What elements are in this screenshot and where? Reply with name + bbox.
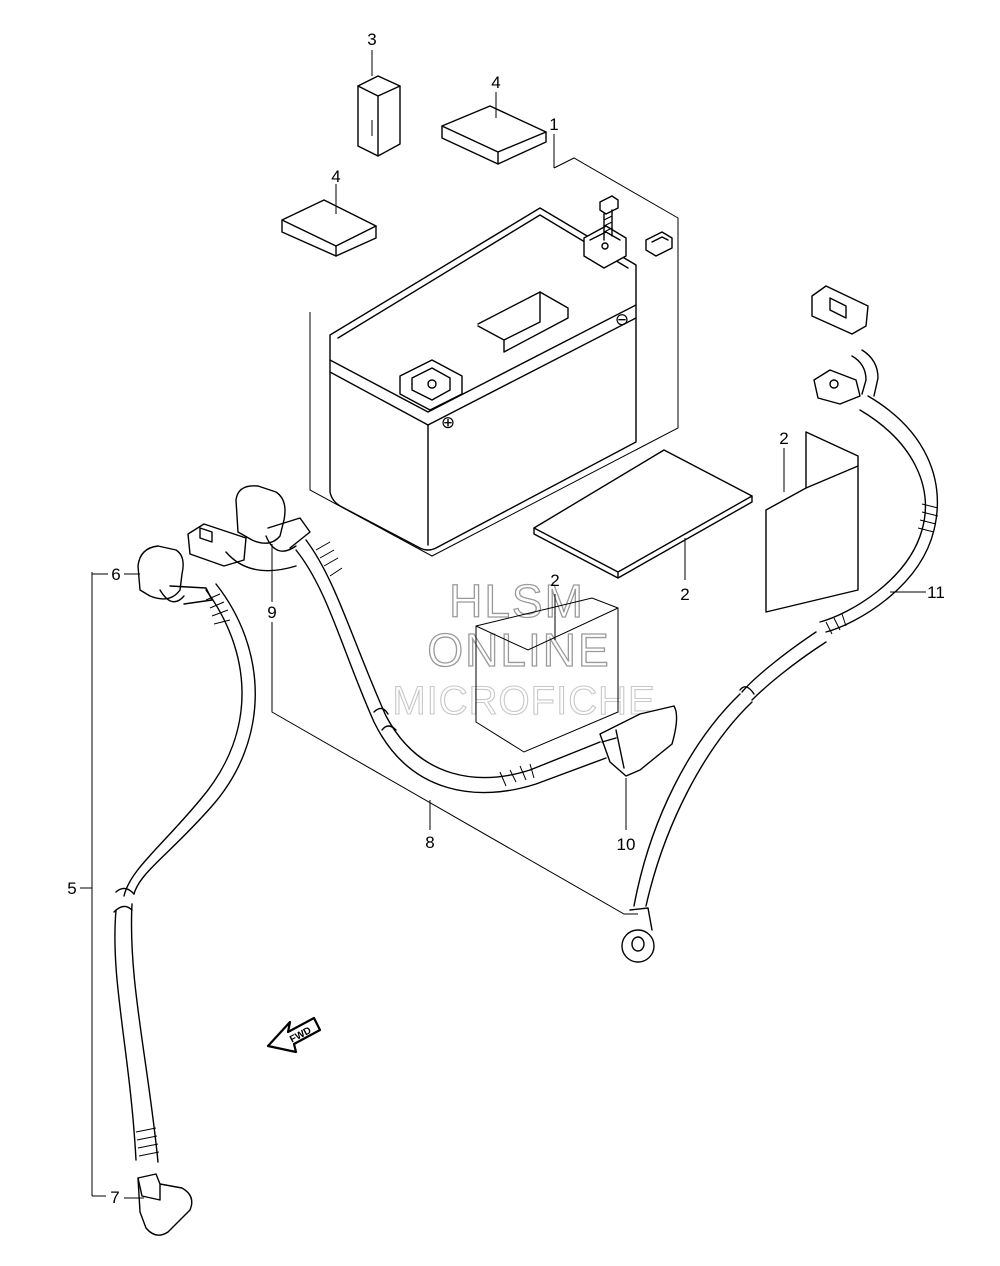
callout-4-lower: 4 — [331, 167, 340, 186]
part-2-sheet-folded — [475, 597, 619, 753]
callout-3: 3 — [367, 30, 376, 49]
callout-5: 5 — [67, 879, 76, 898]
callout-2-folded-sheet: 2 — [550, 571, 559, 590]
callout-8: 8 — [425, 833, 434, 852]
cable-11-clip — [813, 369, 861, 405]
watermark-line-2: ONLINE — [427, 624, 610, 676]
negative-terminal — [583, 225, 627, 269]
callout-1: 1 — [549, 115, 558, 134]
callout-labels: 1 2 2 2 3 4 4 5 6 7 8 9 10 11 — [67, 30, 945, 1207]
ring-terminal — [621, 907, 655, 963]
cap-9 — [235, 485, 311, 552]
positive-sign: ⊕ — [441, 413, 455, 432]
leader-lines — [80, 50, 926, 1199]
part-4-pad-lower — [281, 199, 377, 257]
callout-10: 10 — [617, 835, 636, 854]
connector-small — [187, 523, 297, 572]
part-2-sheet-flat — [533, 449, 753, 579]
cap-6 — [137, 545, 213, 605]
cable-5 — [113, 583, 256, 1163]
cable-11-connector — [811, 285, 869, 335]
cable-11 — [633, 349, 939, 907]
part-4-pad-upper — [441, 105, 547, 165]
part-3-block — [357, 75, 401, 157]
cap-7 — [137, 1173, 193, 1236]
watermark: HLSM ONLINE MICROFICHE — [392, 574, 655, 723]
part-2-sheet-vertical — [765, 431, 859, 613]
battery-group-outline — [309, 157, 679, 557]
callout-6: 6 — [111, 565, 120, 584]
callout-2-flat-sheet: 2 — [680, 585, 689, 604]
watermark-line-1: HLSM — [449, 575, 585, 627]
terminal-nut — [645, 231, 673, 257]
callout-2-vertical-sheet: 2 — [779, 429, 788, 448]
cap-10 — [599, 705, 678, 777]
positive-terminal — [399, 359, 463, 411]
callout-7: 7 — [110, 1188, 119, 1207]
negative-sign: ⊖ — [615, 310, 629, 329]
callout-11: 11 — [927, 583, 945, 602]
callout-4-upper: 4 — [491, 73, 500, 92]
battery: ⊕ ⊖ — [329, 207, 637, 551]
callout-9: 9 — [267, 603, 276, 622]
fwd-arrow-icon: FWD — [266, 1016, 322, 1054]
watermark-line-3: MICROFICHE — [392, 679, 655, 723]
cable-8 — [295, 539, 607, 794]
terminal-bolt — [599, 195, 619, 241]
fwd-label: FWD — [288, 1025, 313, 1045]
